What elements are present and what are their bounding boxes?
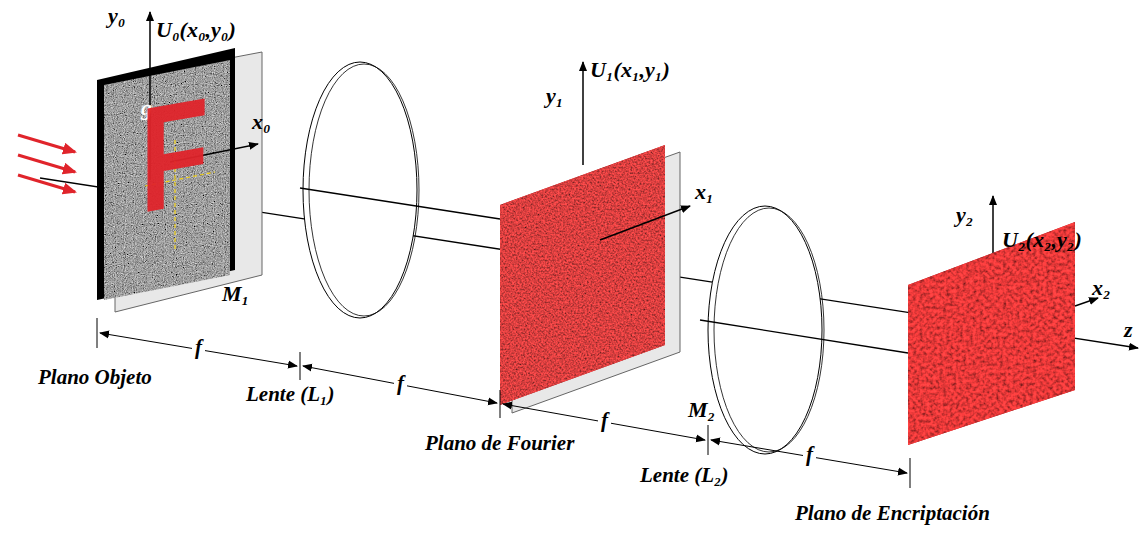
field-label: U₀(x₀,y₀) [156,18,236,42]
object-plane [97,12,262,312]
axis-label: x₁ [695,180,714,204]
axis-label: y₀ [108,4,125,28]
field-label: U₁(x₁,y₁) [590,58,670,82]
plane-name: Plano de Fourier [425,432,574,455]
axis-label: y₁ [546,84,563,108]
encryption-plane [905,196,1098,448]
axis-label: z [1124,318,1133,342]
mask-label: M₂ [688,398,715,422]
lens-l1 [303,62,417,318]
dimension-lines [97,318,910,488]
fourier-plane [498,62,690,413]
axis-label: x₀ [252,110,271,134]
dimension-label: f [394,372,407,395]
mask-label: M₁ [222,282,249,306]
incident-light [18,135,75,192]
dimension-label: f [192,336,205,359]
axis-label: x₂ [1092,276,1111,300]
plane-name: Plano de Encriptación [795,502,990,525]
plane-name: Plano Objeto [38,366,152,389]
dimension-label: f [598,409,611,432]
dimension-label: f [803,443,816,466]
lens-name: Lente (L₁) [246,383,334,406]
field-label: U₂(x₂,y₂) [1002,228,1082,252]
lens-name: Lente (L₂) [640,464,728,487]
axis-label: y₂ [956,203,973,227]
object-letter: F [140,74,209,236]
